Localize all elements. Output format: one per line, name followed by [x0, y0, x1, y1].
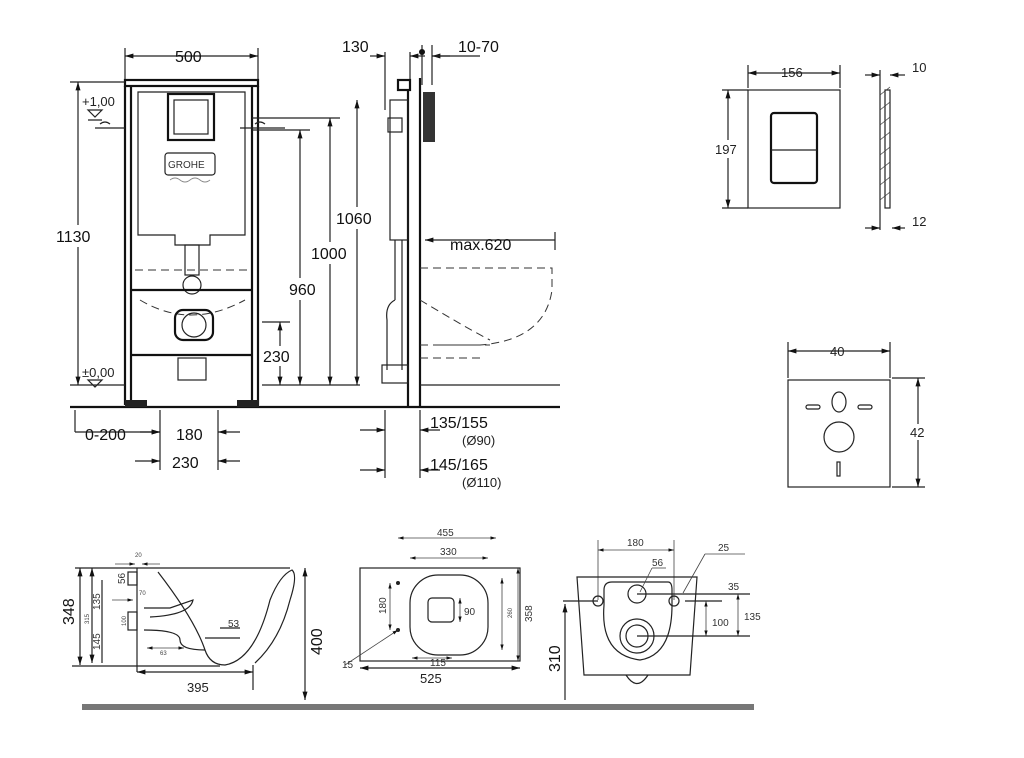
- dim-115: 115: [430, 658, 446, 669]
- bowl-height-310: 310: [547, 645, 564, 672]
- dim-145-165: 145/165: [430, 457, 488, 474]
- dim-25: 25: [718, 543, 730, 554]
- dim-135-155: 135/155: [430, 415, 488, 432]
- dim-10-70: 10-70: [458, 39, 499, 56]
- dim-90: 90: [464, 607, 476, 618]
- dim-63: 63: [160, 651, 167, 657]
- dim-70: 70: [139, 591, 146, 597]
- dim-100: 100: [122, 615, 128, 626]
- flush-plate-drawing: 156 197 10 12: [712, 60, 926, 231]
- level-zero: ±0,00: [82, 365, 114, 380]
- bowl-side-view: 348 315 135 145 56 20 70 100 63 53 395 4…: [61, 553, 326, 700]
- dim-358: 358: [524, 605, 535, 622]
- bowl-length-395: 395: [187, 680, 209, 695]
- dim-960: 960: [289, 282, 316, 299]
- dim-53: 53: [228, 619, 240, 630]
- bowl-length-525: 525: [420, 671, 442, 686]
- bowl-top-view: 455 330 180 90 260 358 15 115 525: [342, 528, 535, 686]
- dim-diameter-110: (Ø110): [462, 475, 502, 490]
- floor-line: [82, 704, 754, 710]
- dim-315: 315: [85, 613, 91, 624]
- level-plus-1: +1,00: [82, 94, 115, 109]
- dim-15: 15: [342, 660, 354, 671]
- dim-100: 100: [712, 618, 729, 629]
- dim-1060: 1060: [336, 211, 372, 228]
- dim-230-horizontal: 230: [172, 455, 199, 472]
- dim-135: 135: [92, 593, 103, 610]
- frame-front-view: 500 GROHE 1130 +1,00 ±0,00 960: [55, 48, 560, 472]
- dim-135: 135: [744, 612, 761, 623]
- dim-180: 180: [378, 597, 389, 614]
- dim-260: 260: [508, 607, 514, 618]
- dim-455: 455: [437, 528, 454, 539]
- plate-depth-10: 10: [912, 60, 926, 75]
- dim-180: 180: [176, 427, 203, 444]
- dim-1000: 1000: [311, 246, 347, 263]
- dim-180: 180: [627, 538, 644, 549]
- pad-height-42: 42: [910, 425, 924, 440]
- pad-width-40: 40: [830, 344, 844, 359]
- dim-20: 20: [135, 553, 142, 559]
- dim-130: 130: [342, 39, 369, 56]
- plate-width-156: 156: [781, 65, 803, 80]
- plate-height-197: 197: [715, 142, 737, 157]
- dim-width-500: 500: [175, 49, 202, 66]
- sound-pad-drawing: 40 42: [787, 342, 928, 488]
- dim-0-200: 0-200: [85, 427, 126, 444]
- dim-max-620: max.620: [450, 237, 511, 254]
- frame-side-view: 130 10-70 max.620 135/155 (Ø90) 145/165 …: [342, 39, 560, 490]
- dim-56: 56: [652, 558, 664, 569]
- dim-diameter-90: (Ø90): [462, 433, 495, 448]
- plate-depth-12: 12: [912, 214, 926, 229]
- dim-330: 330: [440, 547, 457, 558]
- bowl-height-400: 400: [309, 628, 326, 655]
- bowl-height-348: 348: [61, 598, 78, 625]
- dim-35: 35: [728, 582, 740, 593]
- dim-56: 56: [117, 572, 128, 584]
- bowl-rear-view: 180 56 25 35 100 135 310: [547, 538, 761, 700]
- dim-height-1130: 1130: [56, 229, 91, 246]
- dim-230-vertical: 230: [263, 349, 290, 366]
- grohe-logo: GROHE: [168, 160, 205, 171]
- dim-145: 145: [92, 633, 103, 650]
